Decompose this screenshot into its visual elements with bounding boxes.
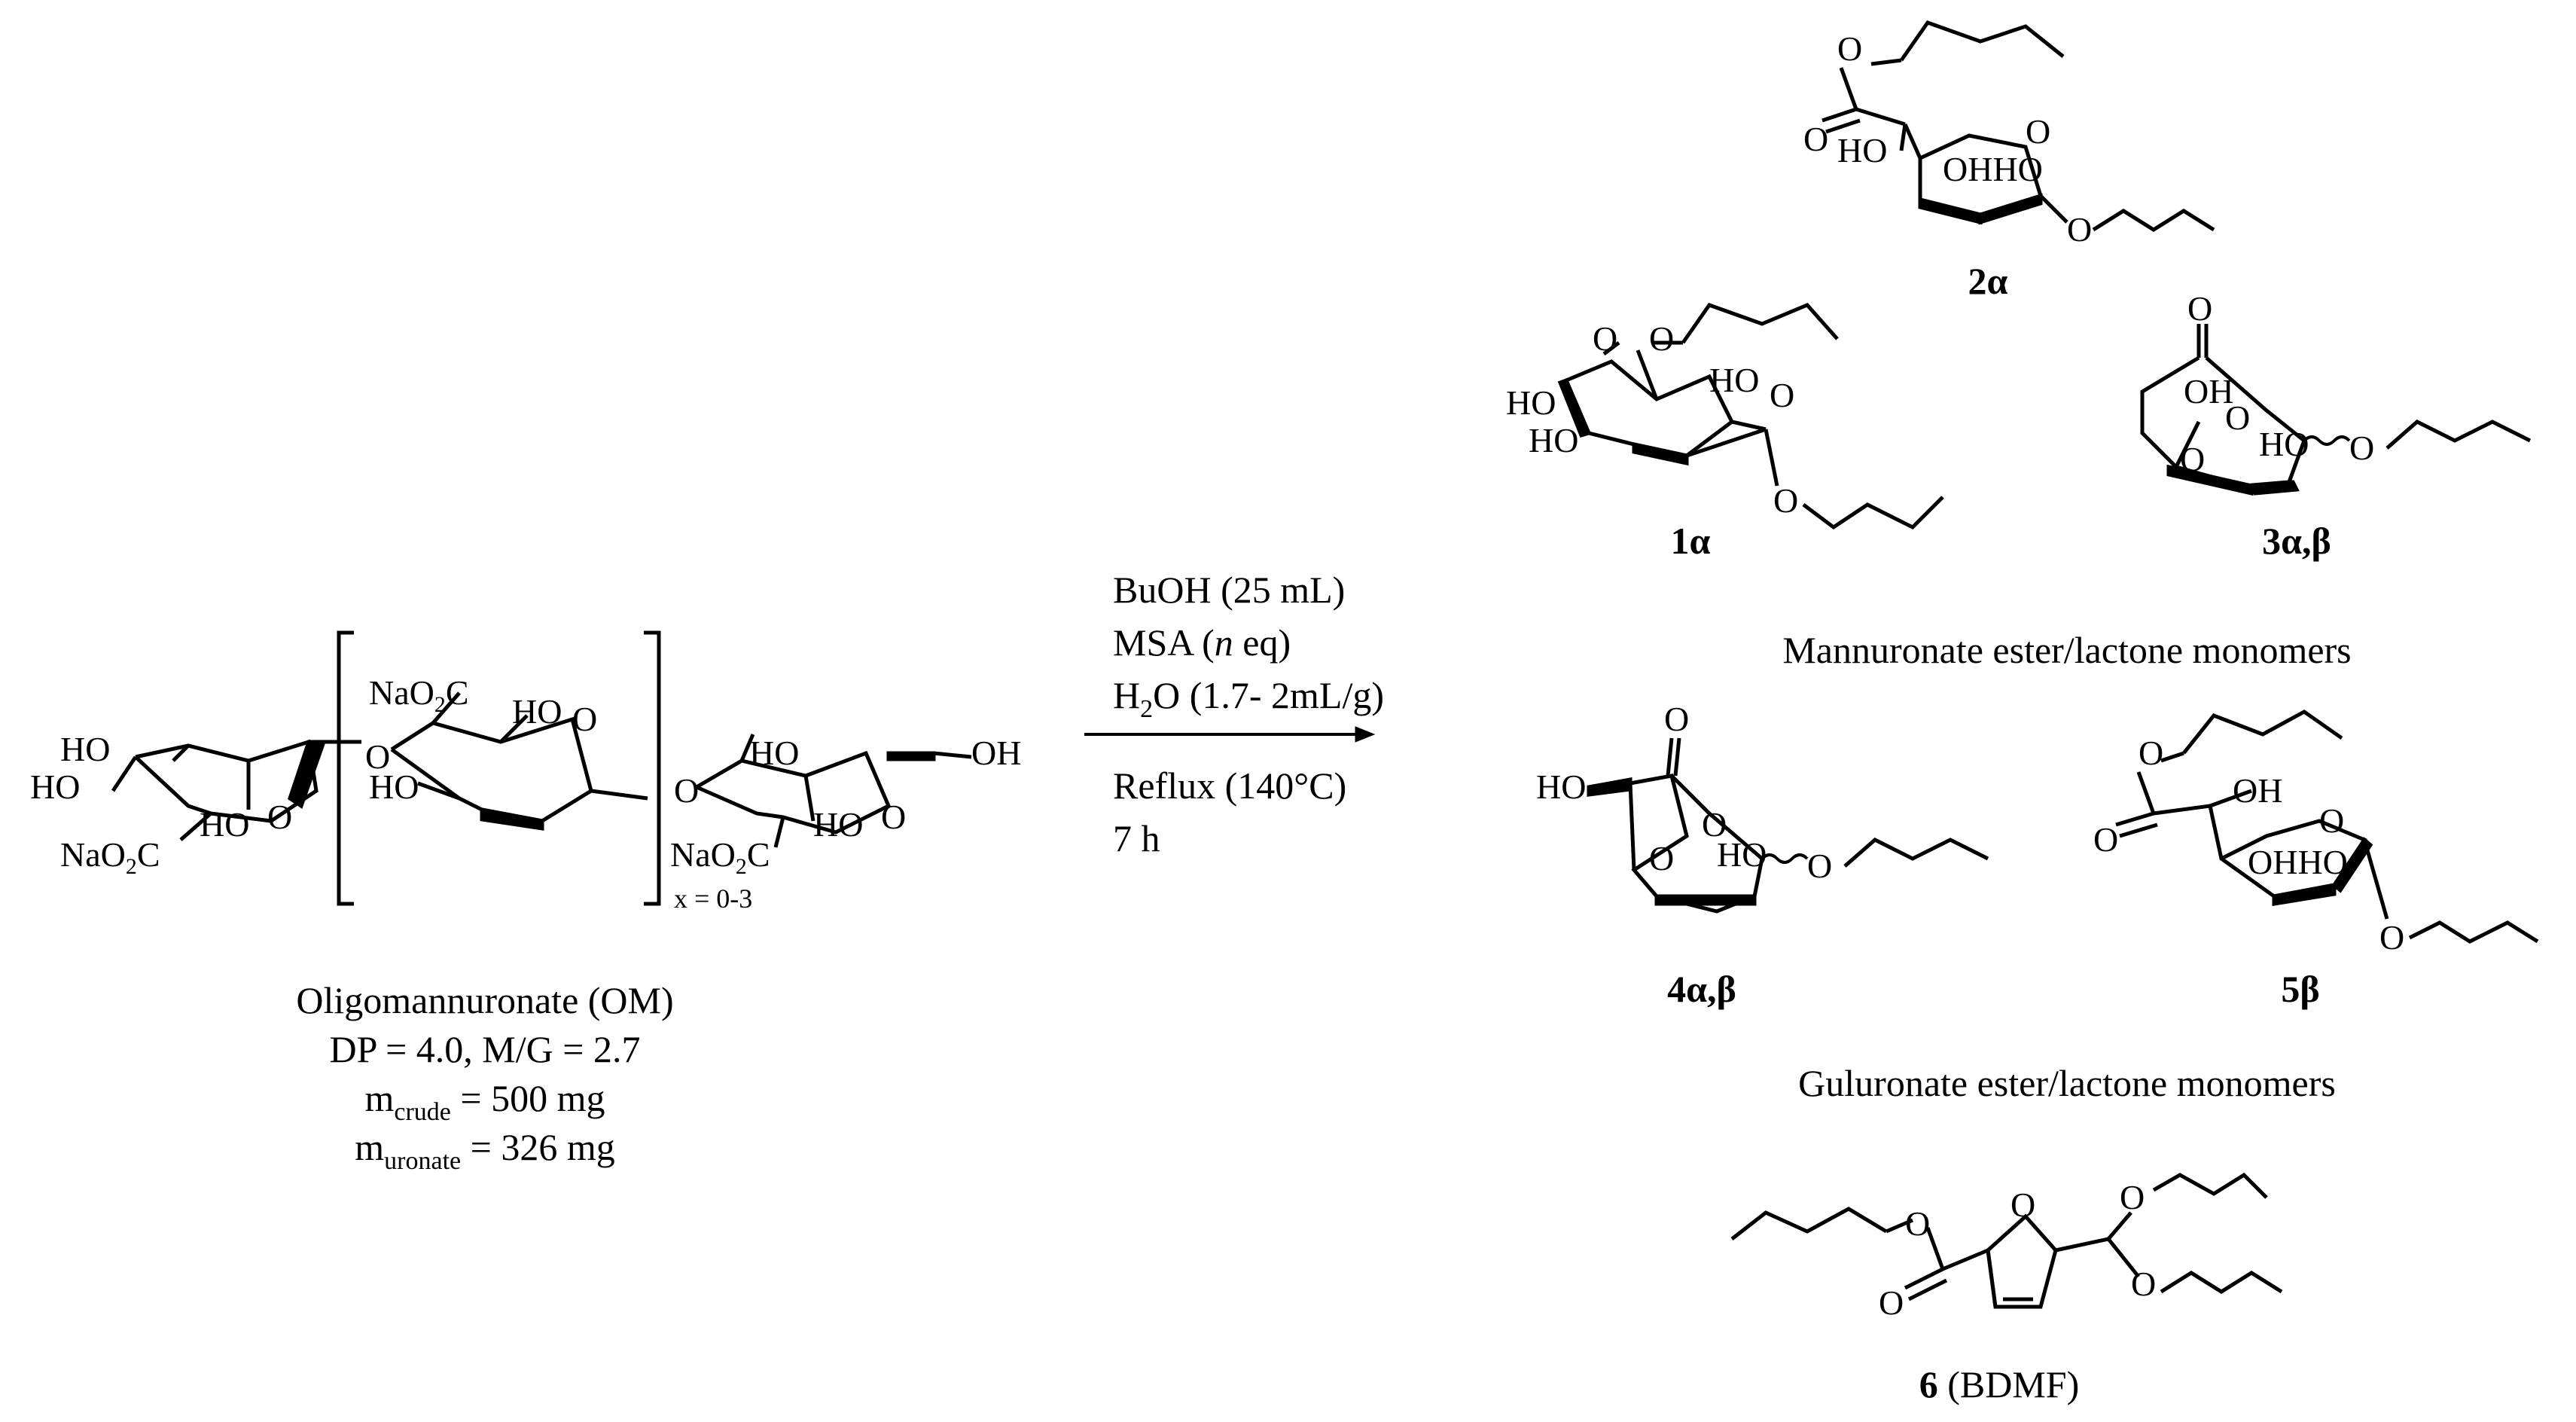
sm-dp: DP = 4.0, M/G = 2.7 bbox=[330, 1028, 641, 1070]
na-suffix-3: C bbox=[747, 835, 770, 874]
atom-ho-6: HO bbox=[749, 734, 799, 772]
sm-mcrude: mcrude = 500 mg bbox=[364, 1077, 605, 1126]
condition-msa: MSA (n eq) bbox=[1113, 621, 1291, 664]
atom-ho-7: HO bbox=[813, 805, 863, 844]
p2a-o3: O bbox=[2026, 112, 2050, 151]
atom-ho-4: HO bbox=[512, 692, 562, 731]
oligomannuronate-atom-labels: HO HO NaO2C HO O O NaO2C HO O HO O HO HO… bbox=[30, 673, 1021, 914]
product-1a-structure bbox=[1557, 303, 1944, 530]
p5b-o3: O bbox=[2319, 801, 2344, 840]
atom-oh-1: OH bbox=[971, 734, 1021, 772]
p2a-ho: HO bbox=[1837, 131, 1887, 169]
product-4ab-atoms: O HO O O HO O 4α,β bbox=[1536, 700, 1832, 1010]
p2a-o2: O bbox=[1803, 120, 1828, 158]
p5b-o4: O bbox=[2379, 918, 2404, 957]
atom-o-2: O bbox=[365, 737, 390, 776]
p6-label: 6 (BDMF) bbox=[1919, 1363, 2080, 1405]
na-sub: 2 bbox=[126, 854, 137, 879]
p4ab-o3: O bbox=[1649, 839, 1674, 877]
product-6-atoms: O O O O O 6 (BDMF) bbox=[1879, 1178, 2156, 1405]
p1a-ho3: HO bbox=[1529, 421, 1578, 459]
atom-o-4: O bbox=[674, 771, 699, 810]
condition-water: H2O (1.7- 2mL/g) bbox=[1113, 674, 1384, 723]
p3ab-o4: O bbox=[2349, 429, 2374, 467]
condition-reflux: Reflux (140°C) bbox=[1113, 764, 1346, 807]
p6-o2: O bbox=[1879, 1283, 1904, 1322]
atom-ho-2: HO bbox=[30, 767, 80, 806]
condition-buoh: BuOH (25 mL) bbox=[1113, 569, 1345, 611]
na-suffix-2: C bbox=[446, 673, 469, 712]
product-2a-atoms: O O HO OHHO O O 2α bbox=[1803, 29, 2092, 302]
p4ab-o4: O bbox=[1807, 847, 1832, 885]
p3ab-ho: HO bbox=[2259, 425, 2309, 463]
product-5b-structure bbox=[2115, 709, 2539, 944]
p6-o3: O bbox=[2010, 1186, 2035, 1224]
p1a-o1: O bbox=[1593, 319, 1617, 358]
oligomannuronate-structure bbox=[111, 630, 972, 906]
product-5b-atoms: O O OH O OHHO O 5β bbox=[2093, 734, 2404, 1010]
p4ab-label: 4α,β bbox=[1667, 968, 1736, 1010]
p3ab-o1: O bbox=[2187, 289, 2212, 328]
starting-material-caption: Oligomannuronate (OM) DP = 4.0, M/G = 2.… bbox=[296, 979, 673, 1175]
reaction-conditions: BuOH (25 mL) MSA (n eq) H2O (1.7- 2mL/g)… bbox=[1113, 569, 1384, 859]
atom-ho-3: HO bbox=[200, 805, 249, 844]
p2a-o4: O bbox=[2067, 210, 2092, 249]
p2a-label: 2α bbox=[1968, 260, 2008, 302]
condition-time: 7 h bbox=[1113, 817, 1160, 859]
product-6-structure bbox=[1730, 1172, 2283, 1309]
na-suffix: C bbox=[137, 835, 160, 874]
product-1a-atoms: O O HO O HO HO O 1α bbox=[1506, 319, 1798, 562]
p1a-ho2: HO bbox=[1506, 383, 1556, 422]
mannuronate-group-label: Mannuronate ester/lactone monomers bbox=[1782, 629, 2351, 671]
p1a-ho1: HO bbox=[1709, 361, 1759, 399]
na-sub-3: 2 bbox=[736, 854, 747, 879]
atom-o-3: O bbox=[572, 700, 597, 738]
p3ab-o3: O bbox=[2180, 440, 2205, 478]
repeat-label: x = 0-3 bbox=[674, 883, 752, 914]
sm-muronate: muronate = 326 mg bbox=[355, 1126, 614, 1175]
atom-na-2: NaO2C bbox=[369, 673, 469, 717]
p2a-o1: O bbox=[1837, 29, 1862, 68]
p1a-label: 1α bbox=[1671, 520, 1711, 562]
na-sub-2: 2 bbox=[434, 692, 446, 717]
p1a-o3: O bbox=[1770, 376, 1794, 414]
p5b-o1: O bbox=[2139, 734, 2163, 772]
reaction-arrow bbox=[1084, 726, 1376, 743]
p6-o5: O bbox=[2131, 1265, 2156, 1303]
product-3ab-structure bbox=[2140, 324, 2532, 496]
atom-ho-1: HO bbox=[60, 730, 110, 768]
product-4ab-structure bbox=[1587, 737, 1989, 914]
na-prefix: NaO bbox=[60, 835, 126, 874]
p5b-ohho: OHHO bbox=[2248, 843, 2348, 881]
p6-o4: O bbox=[2120, 1178, 2145, 1216]
p3ab-o2: O bbox=[2225, 398, 2250, 437]
p5b-oh1: OH bbox=[2233, 771, 2282, 810]
product-3ab-atoms: O OH O O HO O 3α,β bbox=[2180, 289, 2374, 562]
p6-o1: O bbox=[1905, 1204, 1930, 1243]
p4ab-ho2: HO bbox=[1717, 835, 1767, 874]
p2a-ohho: OHHO bbox=[1943, 150, 2043, 188]
product-2a-structure bbox=[1821, 20, 2215, 232]
atom-na-3: NaO2C bbox=[670, 835, 770, 879]
na-prefix-2: NaO bbox=[369, 673, 434, 712]
p1a-o4: O bbox=[1773, 481, 1798, 520]
p4ab-ho1: HO bbox=[1536, 767, 1586, 806]
guluronate-group-label: Guluronate ester/lactone monomers bbox=[1798, 1062, 2336, 1104]
atom-ho-5: HO bbox=[369, 767, 419, 806]
p1a-o2: O bbox=[1649, 319, 1674, 358]
na-prefix-3: NaO bbox=[670, 835, 736, 874]
p3ab-oh: OH bbox=[2184, 372, 2233, 410]
p4ab-o2: O bbox=[1702, 805, 1727, 844]
p5b-label: 5β bbox=[2281, 968, 2319, 1010]
p3ab-label: 3α,β bbox=[2262, 520, 2331, 562]
atom-o-5: O bbox=[881, 798, 906, 836]
sm-name: Oligomannuronate (OM) bbox=[296, 979, 673, 1021]
p4ab-o1: O bbox=[1664, 700, 1689, 738]
atom-o-1: O bbox=[267, 798, 292, 836]
atom-na-1: NaO2C bbox=[60, 835, 160, 879]
p5b-o2: O bbox=[2093, 820, 2118, 859]
